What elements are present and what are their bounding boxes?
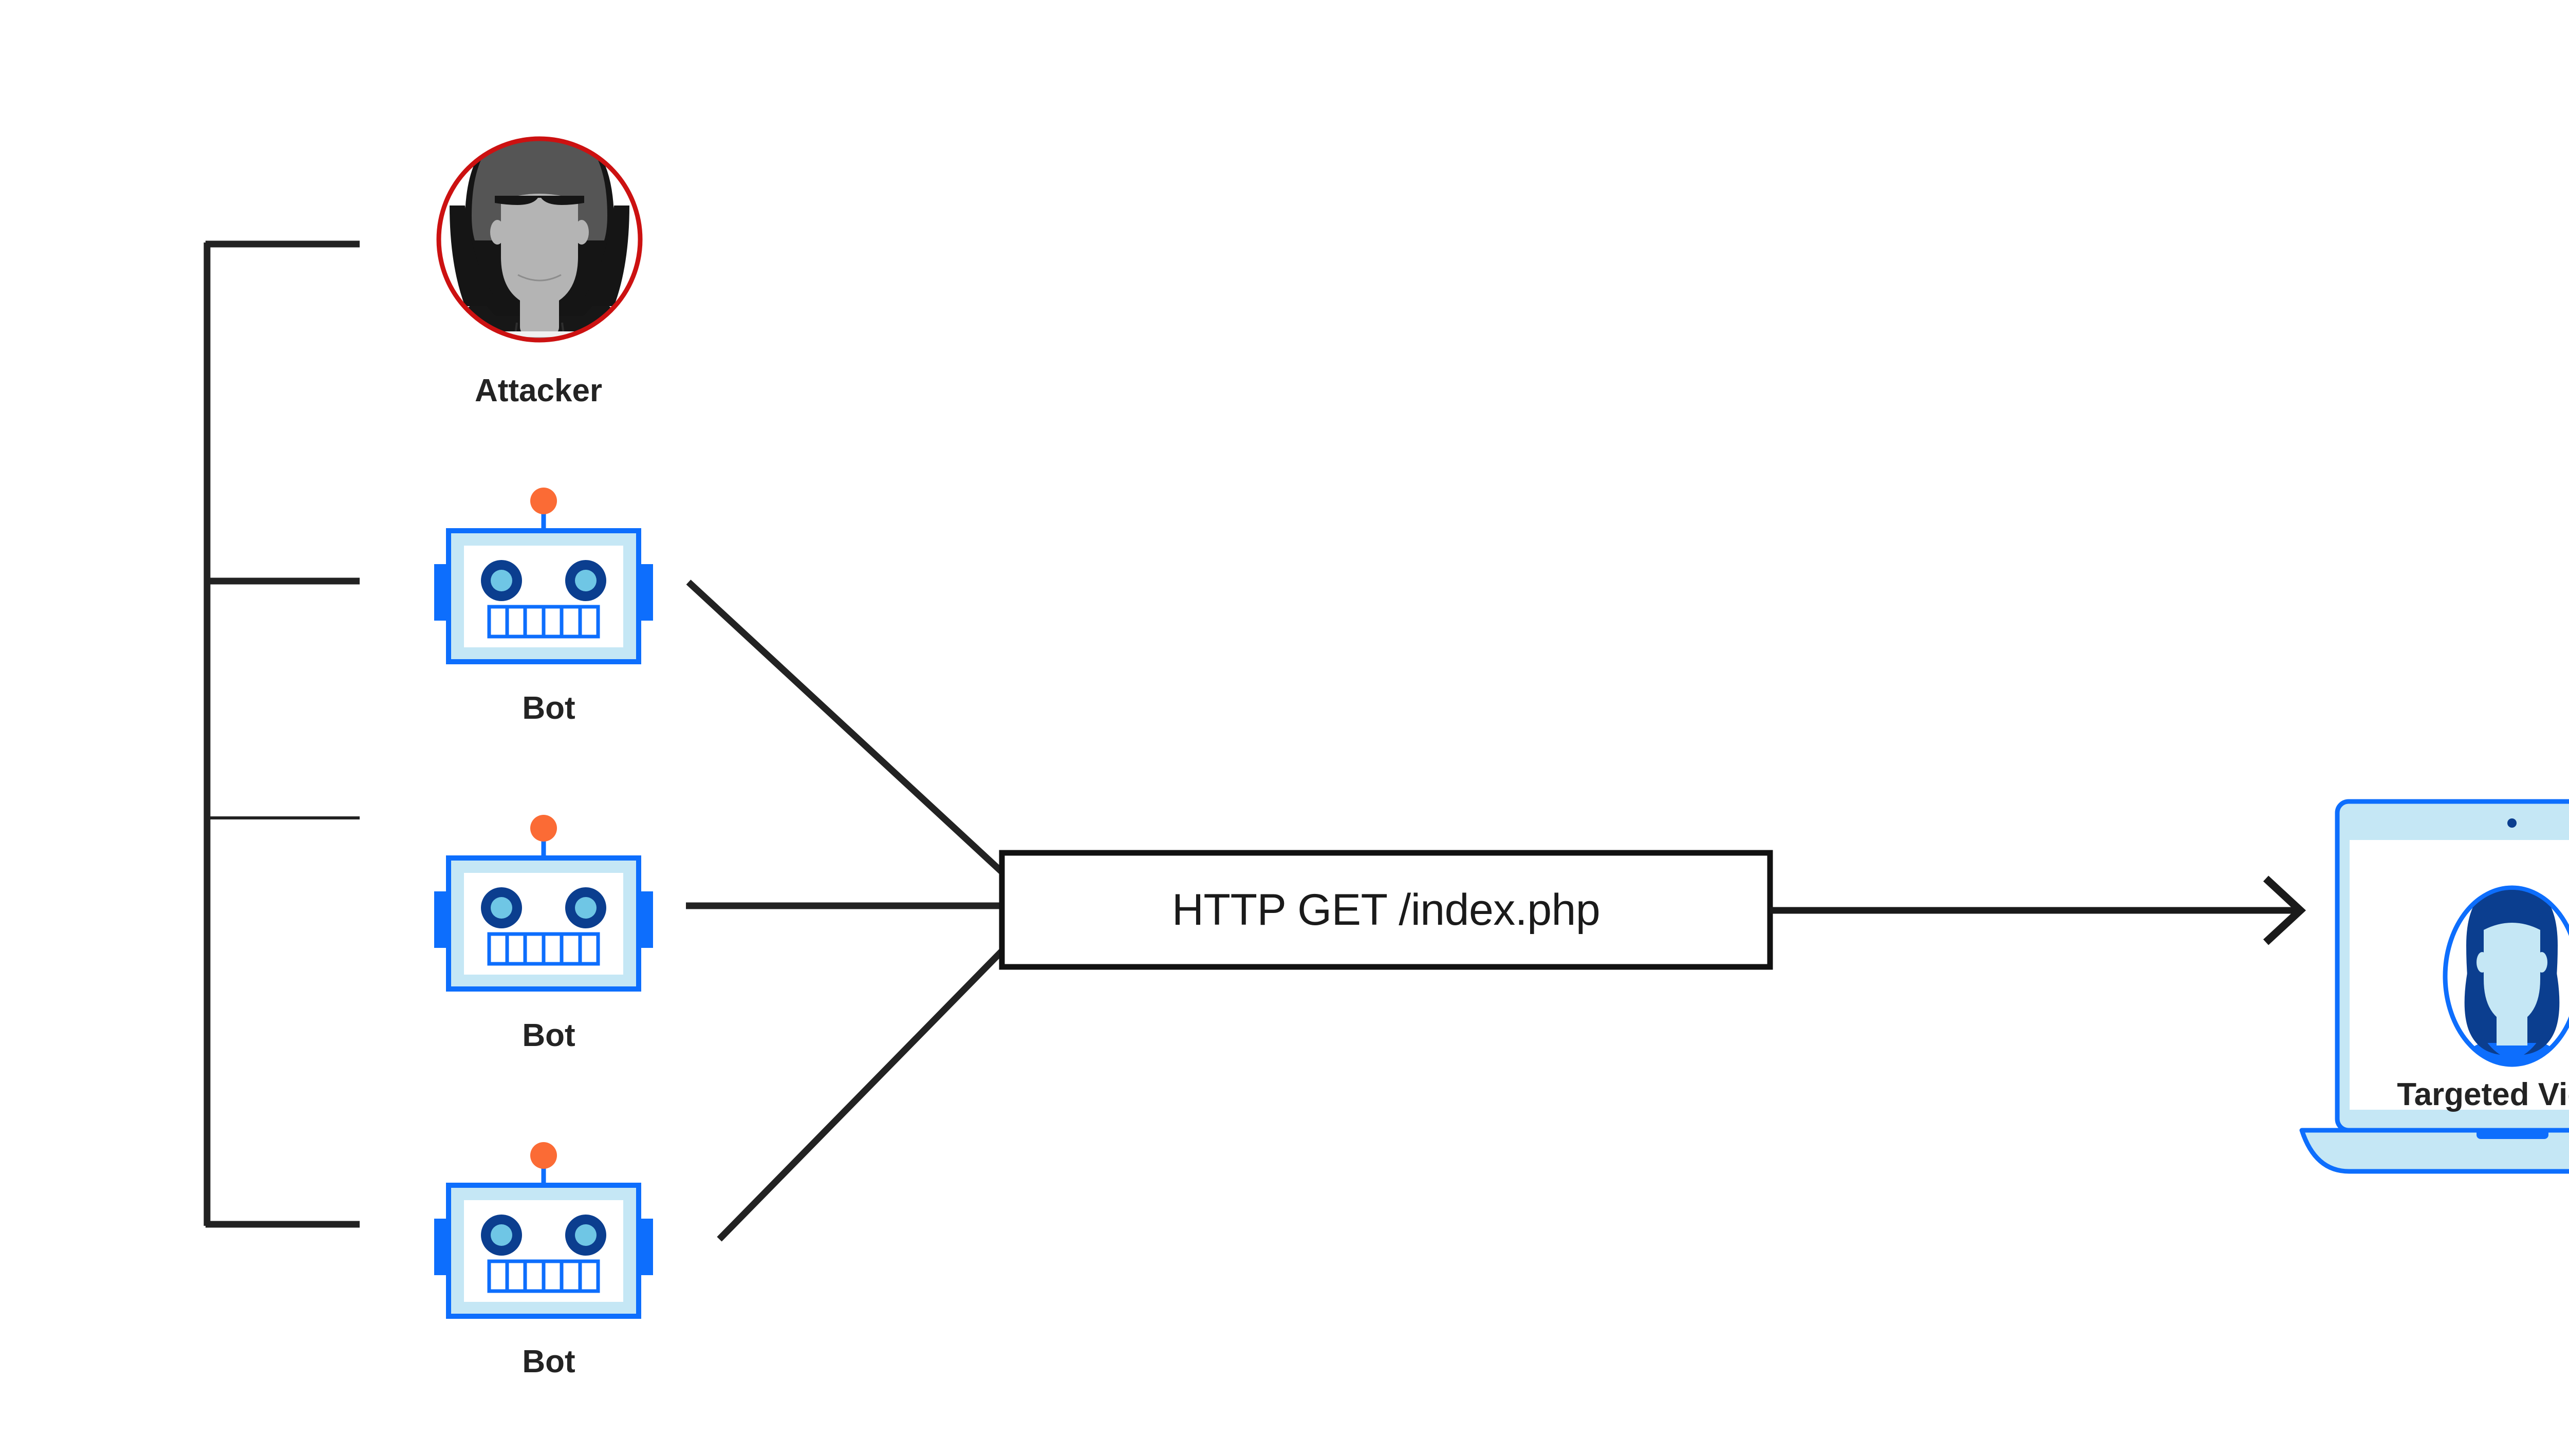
bot-antenna-light-icon <box>530 1142 557 1169</box>
bot-3-label: Bot <box>522 1344 575 1379</box>
attacker-icon <box>436 136 643 343</box>
bot-icon-1 <box>434 488 653 664</box>
request-box <box>999 850 1773 970</box>
bot-icon-3 <box>434 1142 653 1319</box>
attacker-red-ring <box>436 136 643 343</box>
bot-1-label: Bot <box>522 690 575 726</box>
request-box-label: HTTP GET /index.php <box>1171 885 1600 935</box>
arrowhead-icon <box>2263 875 2306 945</box>
victim-laptop-icon <box>2299 799 2569 1174</box>
request-to-victim-arrow <box>1770 875 2306 945</box>
bot-antenna-light-icon <box>530 815 557 842</box>
bot-2-label: Bot <box>522 1018 575 1053</box>
left-bracket-connector <box>203 240 360 1228</box>
connector-bot1-to-request <box>686 580 1006 876</box>
connector-bot3-to-request <box>717 947 1006 1242</box>
attacker-label: Attacker <box>474 373 603 408</box>
bot-to-request-connectors <box>686 580 1006 1242</box>
victim-label: Targeted Victim <box>2397 1077 2569 1112</box>
bot-icon-2 <box>434 815 653 992</box>
bot-antenna-light-icon <box>530 488 557 514</box>
